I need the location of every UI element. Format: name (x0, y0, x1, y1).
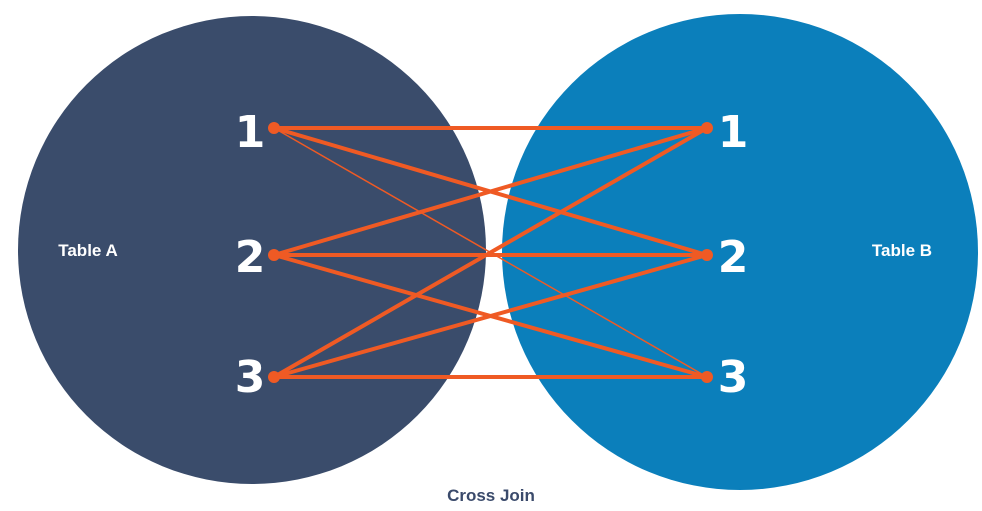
row-dot-b1 (701, 122, 713, 134)
table-b-row-1: 1 (718, 107, 749, 158)
diagram-caption: Cross Join (447, 486, 535, 505)
connector-a3-b1 (272, 126, 709, 379)
row-dot-b3 (701, 371, 713, 383)
table-a-row-1: 1 (235, 107, 266, 158)
table-a-row-2: 2 (235, 232, 266, 283)
table-b-row-2: 2 (718, 232, 749, 283)
table-b-row-3: 3 (718, 352, 749, 403)
row-dot-b2 (701, 249, 713, 261)
table-b-label: Table B (872, 241, 932, 260)
row-dot-a2 (268, 249, 280, 261)
connector-a3-b2 (272, 253, 709, 379)
table-a-row-3: 3 (235, 352, 266, 403)
row-dot-a1 (268, 122, 280, 134)
connector-lines (272, 126, 709, 379)
table-a-label: Table A (58, 241, 118, 260)
table-b-circle (502, 14, 978, 490)
table-a-circle (18, 16, 486, 484)
row-dot-a3 (268, 371, 280, 383)
row-dots (268, 122, 713, 383)
connector-a2-b1 (272, 126, 709, 257)
